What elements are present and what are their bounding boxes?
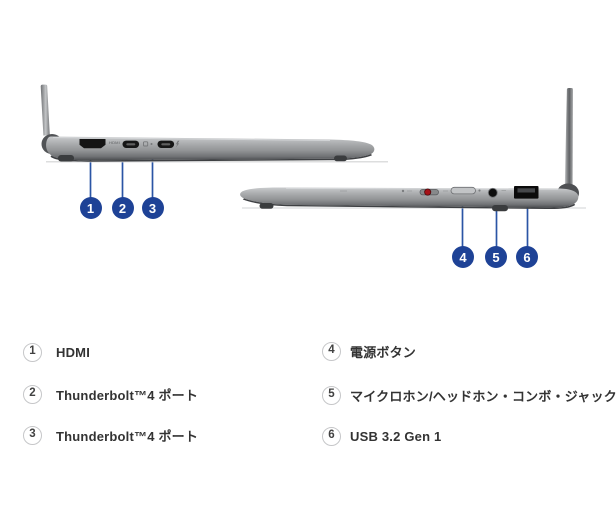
callout-6-usb: 6 — [516, 246, 538, 268]
legend-item-usb: 6 USB 3.2 Gen 1 — [322, 426, 441, 446]
indicator-dot — [150, 143, 153, 145]
legend-label-power-button: 電源ボタン — [350, 344, 417, 360]
legend-item-hdmi: 1 HDMI — [23, 342, 90, 362]
thunderbolt-port-2-pin — [161, 143, 171, 146]
power-indicator-dot — [478, 189, 481, 192]
headphone-jack — [487, 187, 498, 198]
laptop-left-side-view: HDMI — [40, 84, 388, 199]
legend-number-5: 5 — [322, 385, 341, 405]
laptop-right-side-view — [240, 88, 586, 248]
callout-4-power-button: 4 — [452, 246, 474, 268]
camera-shutter-red-dot — [424, 188, 432, 196]
front-foot — [334, 155, 347, 162]
legend-label-usb: USB 3.2 Gen 1 — [350, 428, 442, 444]
thunderbolt-port-1-pin — [126, 143, 136, 146]
legend-item-thunderbolt-2: 3 Thunderbolt™4 ポート — [23, 425, 198, 445]
thunderbolt-icon — [175, 140, 180, 148]
screen-edge — [40, 84, 50, 136]
legend-item-thunderbolt-1: 2 Thunderbolt™4 ポート — [23, 384, 198, 404]
rear-foot — [492, 205, 508, 212]
front-foot — [259, 203, 274, 209]
camera-icon-dot — [401, 189, 405, 193]
legend-number-6: 6 — [322, 426, 341, 446]
legend-number-1: 1 — [23, 342, 42, 362]
legend-label-audio-jack: マイクロホン/ヘッドホン・コンボ・ジャック — [350, 388, 616, 404]
hdmi-engraving: HDMI — [109, 140, 120, 145]
base-underside — [242, 198, 576, 210]
legend-number-3: 3 — [23, 425, 42, 445]
legend-label-thunderbolt-1: Thunderbolt™4 ポート — [56, 387, 199, 403]
usb-a-tongue — [517, 188, 535, 193]
callout-lines-right — [461, 203, 529, 248]
hdmi-port — [79, 139, 106, 149]
power-button — [450, 186, 476, 195]
callout-5-audio-jack: 5 — [485, 246, 507, 268]
callout-2-thunderbolt: 2 — [111, 197, 134, 219]
legend-item-power-button: 4 電源ボタン — [322, 341, 416, 361]
callout-lines-left — [89, 155, 154, 199]
legend-item-audio-jack: 5 マイクロホン/ヘッドホン・コンボ・ジャック — [322, 385, 616, 405]
legend-number-4: 4 — [322, 341, 341, 361]
side-views-illustration: HDMI — [40, 84, 586, 248]
top-edge-highlight — [285, 187, 559, 190]
top-edge-highlight — [52, 137, 331, 141]
callout-1-hdmi: 1 — [79, 197, 102, 219]
legend-label-thunderbolt-2: Thunderbolt™4 ポート — [56, 428, 199, 444]
screen-edge — [564, 88, 573, 187]
security-icon — [143, 141, 149, 147]
callout-3-thunderbolt: 3 — [141, 197, 164, 219]
rear-foot — [58, 155, 74, 162]
legend-number-2: 2 — [23, 384, 42, 404]
legend-label-hdmi: HDMI — [56, 344, 91, 360]
base-underside — [50, 154, 372, 162]
